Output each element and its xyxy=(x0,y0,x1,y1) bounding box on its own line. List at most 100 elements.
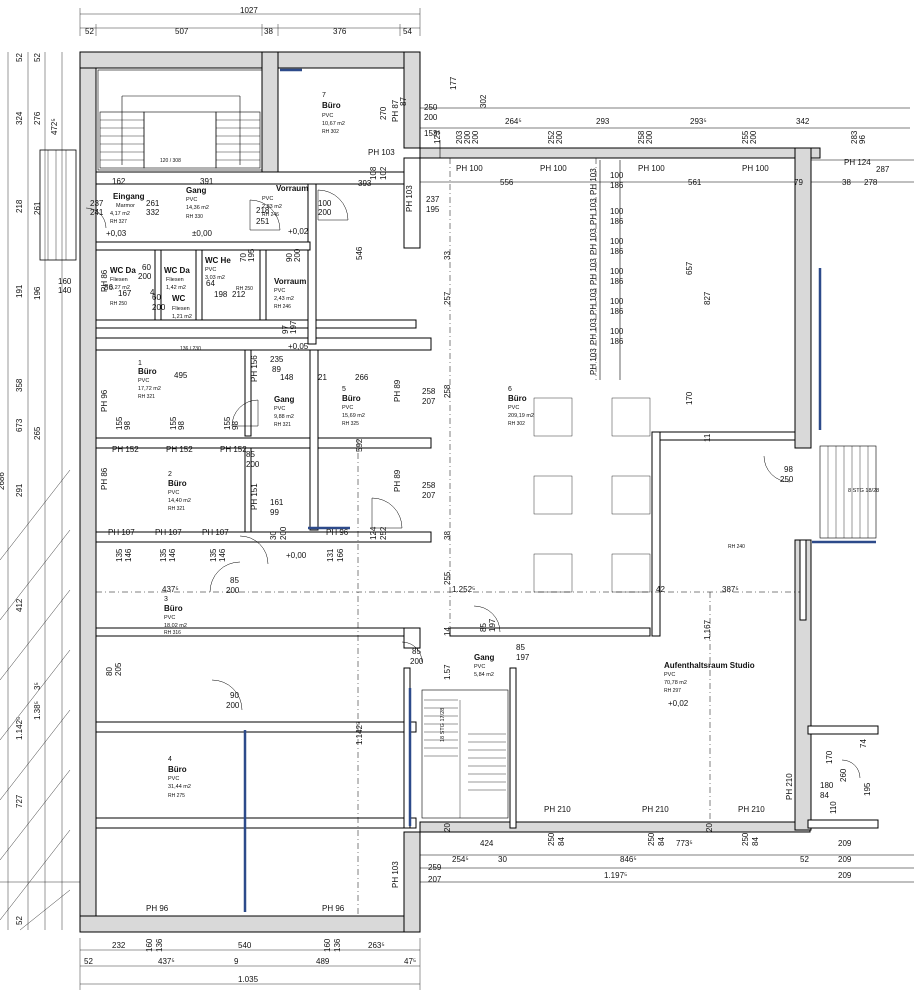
o-e9: 11 xyxy=(703,433,712,442)
d-70: 98 xyxy=(784,465,793,474)
room-buero5-rh: RH 325 xyxy=(342,421,359,427)
d-33: 98 xyxy=(231,421,240,430)
rc-0: 100 xyxy=(610,171,624,180)
o-e5: 287 xyxy=(876,165,890,174)
d-23: 235 xyxy=(270,355,284,364)
ph-west1-2: PH 152 xyxy=(220,445,247,454)
room-buero6-num: 6 xyxy=(508,386,512,393)
interior-walls xyxy=(95,157,879,829)
dim-left-218: 218 xyxy=(15,199,24,213)
windows-blue xyxy=(243,68,876,912)
room-buero3-area: 18,02 m2 xyxy=(164,623,187,629)
bd1-0: 232 xyxy=(112,941,126,950)
room-buero7-area: 10,67 m2 xyxy=(322,121,345,127)
ph-col-3: PH 103 xyxy=(589,258,598,285)
o-b11: 30 xyxy=(498,855,507,864)
o-b23: 260 xyxy=(839,768,848,782)
ph-bottom-0: PH 96 xyxy=(146,904,169,913)
ph-top-5: PH 124 xyxy=(844,158,871,167)
dim-top-overall: 1027 xyxy=(240,6,258,15)
ph-south-3: PH 210 xyxy=(785,773,794,800)
east-stair: 8 STG 18/28 xyxy=(819,445,879,539)
tw-2: 200 xyxy=(645,130,654,144)
o-b2: 84 xyxy=(557,837,566,846)
rc-9: 186 xyxy=(610,307,624,316)
room-buero7-name: Büro xyxy=(322,101,341,110)
d-36: 161 xyxy=(270,498,284,507)
room-buero6-name: Büro xyxy=(508,394,527,403)
d-19: 60 xyxy=(152,293,161,302)
ph-left-0: PH 96 xyxy=(100,389,109,412)
o-e16: 546 xyxy=(355,246,364,260)
bd1-6: 263⁵ xyxy=(368,941,385,950)
o-b8: 846⁵ xyxy=(620,855,637,864)
d-68: 250 xyxy=(424,103,438,112)
rc-5: 186 xyxy=(610,247,624,256)
d-51: 200 xyxy=(226,586,240,595)
o-e12: 1.167 xyxy=(703,619,712,640)
d-74: 170 xyxy=(825,750,834,764)
room-buero1-area: 17,72 m2 xyxy=(138,386,161,392)
room-buero3-rh: RH 316 xyxy=(164,630,181,636)
ph-col-6: PH 103 xyxy=(589,348,598,375)
o-e26: 257 xyxy=(443,291,452,305)
dim-left-291: 291 xyxy=(15,483,24,497)
room-labels: Eingang Marmor 4,17 m2 RH 327 Gang PVC 1… xyxy=(110,92,755,799)
o-b1: 250 xyxy=(547,832,556,846)
d-16: 64 xyxy=(206,279,215,288)
rh-gang-mid: 136 / 230 xyxy=(180,346,201,352)
ph-top-3: PH 100 xyxy=(638,164,665,173)
stair-mid-label: 18 STG 17/28 xyxy=(440,708,446,742)
room-buero5-name: Büro xyxy=(342,394,361,403)
room-buero1-name: Büro xyxy=(138,367,157,376)
ph-right-0: PH 89 xyxy=(393,379,402,402)
d-25: 148 xyxy=(280,373,294,382)
o-e28: 592 xyxy=(355,438,364,452)
room-vorraum2-area: 2,43 m2 xyxy=(274,296,294,302)
room-aufenthalt-floor: PVC xyxy=(664,672,675,678)
ph-south-1: PH 210 xyxy=(642,805,669,814)
d-57: 197 xyxy=(488,618,497,632)
d-71: 250 xyxy=(780,475,794,484)
o-t3: 293 xyxy=(596,117,610,126)
room-buero4-area: 31,44 m2 xyxy=(168,784,191,790)
o-e23: 270 xyxy=(379,106,388,120)
d-53: 200 xyxy=(226,701,240,710)
room-wche-floor: PVC xyxy=(205,267,216,273)
d-26: 21 xyxy=(318,373,327,382)
ph-col-5: PH 103 xyxy=(589,318,598,345)
o-t5: 342 xyxy=(796,117,810,126)
o-e7: 657 xyxy=(685,261,694,275)
dim-mid-673: 673 xyxy=(15,418,24,432)
o-e21: 108 xyxy=(369,166,378,180)
d-14: 160 xyxy=(58,277,72,286)
ph-top-0: PH 103 xyxy=(368,148,395,157)
bottom-dimensions: 232 160 136 540 160 136 263⁵ 52 437⁵ 9 4… xyxy=(79,938,421,990)
d-61: 197 xyxy=(516,653,530,662)
ph-top-2: PH 100 xyxy=(540,164,567,173)
o-t0: 177 xyxy=(449,76,458,90)
rc-11: 186 xyxy=(610,337,624,346)
room-gang2-rh: RH 321 xyxy=(274,422,291,428)
tw-5: 96 xyxy=(858,135,867,144)
o-b18: 207 xyxy=(428,875,442,884)
room-gang3-name: Gang xyxy=(474,653,495,662)
o-t1: 302 xyxy=(479,94,488,108)
ph-col-0: PH 103 xyxy=(589,168,598,195)
room-wcda1-area: 3,27 m2 xyxy=(110,285,130,291)
dim-top-4: 54 xyxy=(403,27,412,36)
ph-top-1: PH 100 xyxy=(456,164,483,173)
dim-top-1: 507 xyxy=(175,27,189,36)
room-wcda1-rh: RH 250 xyxy=(110,301,127,307)
o-e11: 387⁵ xyxy=(722,585,739,594)
d-17: 198 xyxy=(214,290,228,299)
o-b15: 209 xyxy=(838,871,852,880)
room-buero1-rh: RH 321 xyxy=(138,394,155,400)
d-13: 200 xyxy=(138,272,152,281)
d-5: 251 xyxy=(256,217,270,226)
d-66: 237 xyxy=(426,195,440,204)
room-buero4-floor: PVC xyxy=(168,776,179,782)
upper-stair xyxy=(97,69,263,171)
o-e20: 102 xyxy=(379,166,388,180)
